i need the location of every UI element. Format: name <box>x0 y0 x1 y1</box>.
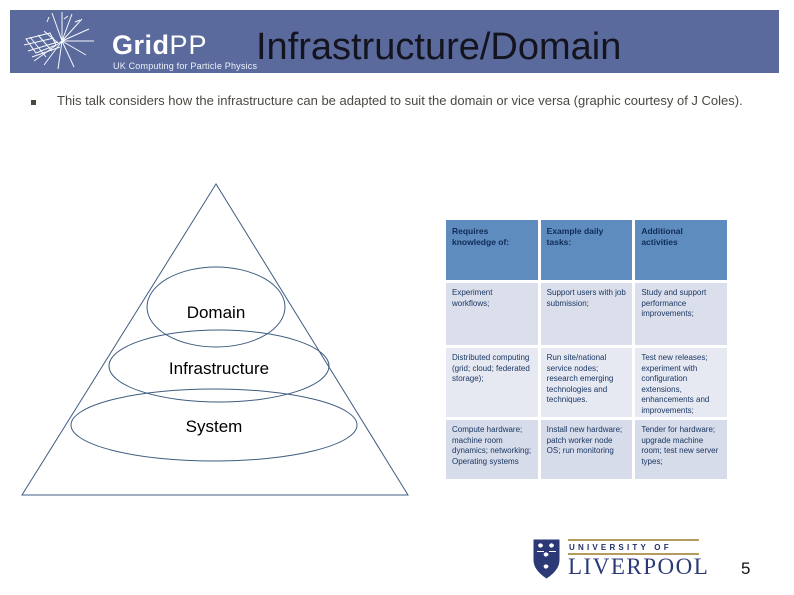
table-cell: Tender for hardware; upgrade machine roo… <box>635 420 727 479</box>
table-cell: Distributed computing (grid; cloud; fede… <box>446 348 538 417</box>
bullet-item: This talk considers how the infrastructu… <box>31 92 747 109</box>
table-cell: Run site/national service nodes; researc… <box>540 348 633 417</box>
slide-title: Infrastructure/Domain <box>256 26 622 68</box>
gridpp-tagline: UK Computing for Particle Physics <box>113 61 258 71</box>
system-label: System <box>186 417 243 436</box>
table-cell: Test new releases; experiment with confi… <box>635 348 727 417</box>
gridpp-logo-icon <box>23 12 94 70</box>
table-header-cell: Requires knowledge of: <box>446 220 538 280</box>
liverpool-shield-icon <box>533 539 560 579</box>
gold-rule <box>568 539 699 541</box>
gridpp-wordmark-light: PP <box>169 30 208 60</box>
square-bullet-icon <box>31 100 36 105</box>
table-cell: Study and support performance improvemen… <box>635 283 727 345</box>
system-ellipse <box>70 388 358 462</box>
table-cell: Compute hardware; machine room dynamics;… <box>446 420 538 479</box>
gold-rule <box>568 553 699 555</box>
table-cell: Experiment workflows; <box>446 283 538 345</box>
triangle-outline <box>21 183 409 496</box>
roles-table: Requires knowledge of: Example daily tas… <box>446 220 727 479</box>
table-header-cell: Example daily tasks: <box>540 220 633 280</box>
page-number: 5 <box>741 559 751 578</box>
bullet-text: This talk considers how the infrastructu… <box>57 93 743 108</box>
table-cell: Install new hardware; patch worker node … <box>540 420 633 479</box>
table-cell: Support users with job submission; <box>540 283 633 345</box>
title-bar: GridPP UK Computing for Particle Physics… <box>10 10 779 73</box>
gridpp-wordmark: GridPP <box>112 32 208 59</box>
gridpp-wordmark-bold: Grid <box>112 30 170 60</box>
liverpool-wordmark: UNIVERSITY OF LIVERPOOL <box>568 539 710 579</box>
pyramid-diagram: Domain Infrastructure System <box>21 183 409 496</box>
table-header-cell: Additional activities <box>635 220 727 280</box>
domain-label: Domain <box>187 303 246 322</box>
liverpool-label: LIVERPOOL <box>568 554 710 579</box>
infrastructure-ellipse <box>108 329 330 403</box>
infrastructure-label: Infrastructure <box>169 359 269 378</box>
university-of-label: UNIVERSITY OF <box>569 543 672 552</box>
domain-ellipse <box>146 266 286 348</box>
